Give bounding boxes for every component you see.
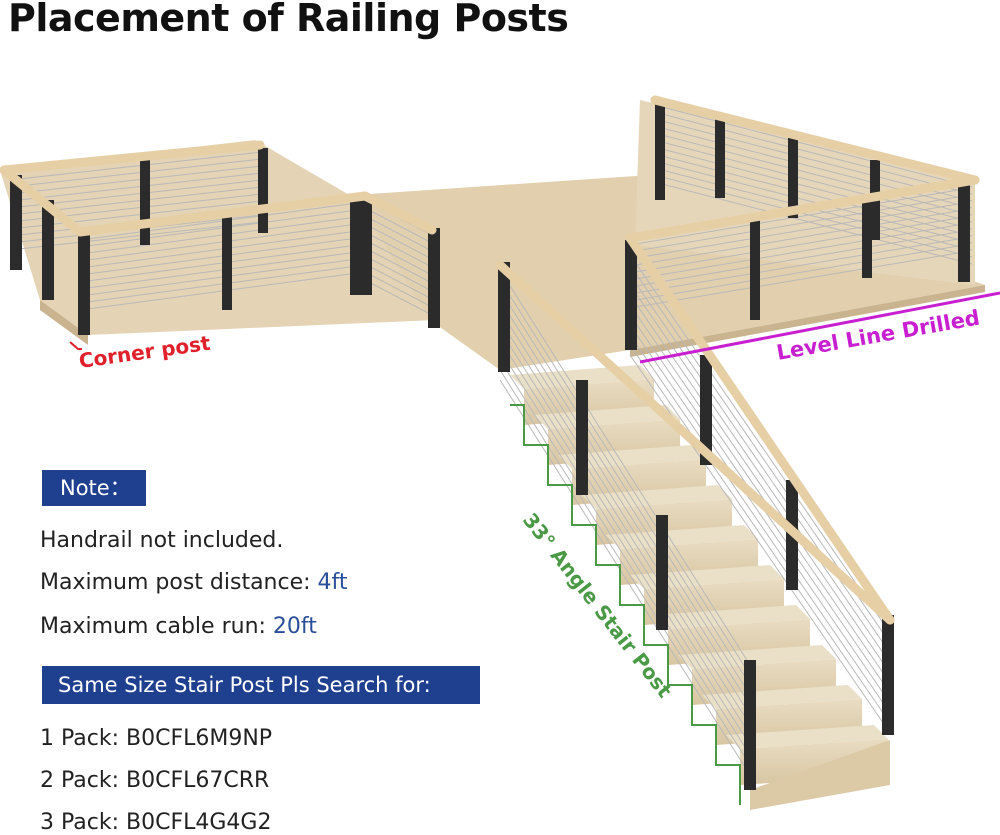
- cable: [657, 154, 973, 237]
- railing-post: [788, 138, 798, 218]
- cable: [629, 254, 889, 631]
- pack-item: 3 Pack: B0CFL4G4G2: [40, 810, 272, 835]
- pack-item: 1 Pack: B0CFL6M9NP: [40, 726, 273, 751]
- cable: [657, 126, 973, 209]
- cable: [657, 133, 973, 216]
- cable: [657, 147, 973, 230]
- cable: [629, 250, 971, 309]
- railing-post: [498, 262, 510, 372]
- railing-post: [362, 195, 372, 295]
- cable: [629, 222, 971, 281]
- stair-tread: [726, 725, 888, 749]
- cable: [629, 334, 889, 711]
- cable: [499, 339, 751, 736]
- railing-post: [10, 175, 22, 270]
- note-line: Maximum post distance: 4ft: [40, 570, 348, 595]
- cable: [364, 239, 433, 276]
- cable: [629, 201, 971, 260]
- cable: [657, 182, 973, 265]
- railing-post: [750, 220, 760, 320]
- cable: [499, 349, 751, 746]
- cable: [629, 236, 971, 295]
- stair-tread: [654, 605, 810, 629]
- cable: [629, 243, 971, 302]
- cable: [9, 172, 263, 202]
- cable: [499, 359, 751, 756]
- cable: [657, 140, 973, 223]
- cable: [499, 369, 751, 766]
- cable: [499, 309, 751, 706]
- cable: [499, 279, 751, 676]
- cable: [364, 223, 433, 260]
- cable: [657, 175, 973, 258]
- cable: [364, 231, 433, 268]
- cable: [9, 165, 263, 195]
- cable: [364, 271, 433, 308]
- railing-post: [78, 235, 90, 335]
- railing-post: [42, 200, 54, 300]
- stair-tread: [582, 485, 732, 509]
- cable: [499, 289, 751, 686]
- cable: [364, 247, 433, 284]
- railing-post: [258, 148, 268, 233]
- stair-tread: [606, 525, 758, 549]
- cable: [657, 112, 973, 195]
- railing-post: [625, 240, 637, 350]
- stair-base: [750, 740, 890, 810]
- cable: [499, 329, 751, 726]
- railing-post: [140, 160, 150, 245]
- cable: [629, 324, 889, 701]
- cable: [499, 319, 751, 716]
- railing-post: [958, 182, 970, 282]
- cable: [364, 255, 433, 292]
- railing-post: [862, 198, 872, 278]
- search-label: Same Size Stair Post Pls Search for:: [42, 666, 480, 704]
- cable: [629, 274, 889, 651]
- cable: [629, 344, 889, 721]
- cable: [9, 151, 263, 181]
- cable: [364, 207, 433, 244]
- railing-post: [744, 660, 756, 790]
- corner-post-annotation: Corner post: [69, 331, 212, 373]
- railing-post: [700, 355, 712, 465]
- cable: [629, 284, 889, 661]
- railing-post: [428, 228, 440, 328]
- pack-item: 2 Pack: B0CFL67CRR: [40, 768, 270, 793]
- cable: [499, 269, 751, 666]
- railing-post: [882, 615, 894, 735]
- railing-post: [715, 118, 725, 198]
- cable: [629, 208, 971, 267]
- cable: [629, 229, 971, 288]
- cable: [364, 263, 433, 300]
- cable: [629, 294, 889, 671]
- stair-tread: [534, 405, 680, 429]
- railing-post: [656, 515, 668, 630]
- railing-post: [222, 215, 232, 310]
- railing-post: [576, 380, 588, 495]
- railing-post: [655, 100, 665, 200]
- railing-post: [350, 200, 362, 295]
- stair-tread: [630, 565, 784, 589]
- corner-post-label: Corner post: [77, 331, 212, 373]
- note-line: Maximum cable run: 20ft: [40, 614, 317, 639]
- cable: [629, 215, 971, 274]
- cable: [364, 215, 433, 252]
- cable: [9, 158, 263, 188]
- cable: [657, 105, 973, 188]
- note-label: Note：: [42, 470, 146, 506]
- handrails: [0, 95, 980, 625]
- stair-tread: [558, 445, 706, 469]
- cable: [629, 187, 971, 246]
- note-line: Handrail not included.: [40, 528, 284, 553]
- cable: [364, 279, 433, 316]
- page-title: Placement of Railing Posts: [8, 0, 569, 40]
- cable: [629, 304, 889, 681]
- cable: [629, 194, 971, 253]
- cable: [499, 299, 751, 696]
- railing-posts: [10, 100, 970, 790]
